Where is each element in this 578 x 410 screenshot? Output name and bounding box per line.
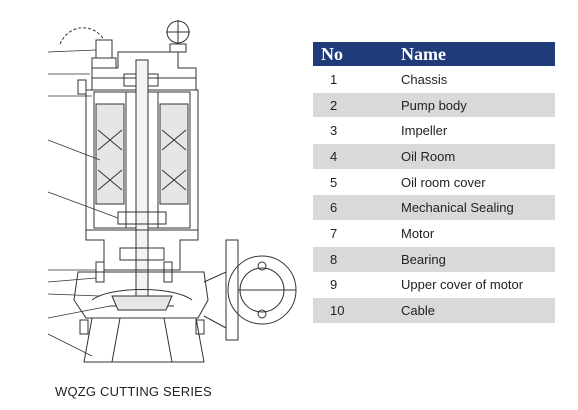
lifting-eye — [166, 20, 190, 53]
table-row: 10 Cable — [313, 297, 555, 323]
pump-cross-section-drawing — [47, 20, 297, 363]
callout-leaders — [47, 49, 119, 357]
part-name: Oil Room — [401, 143, 555, 170]
table-row: 9 Upper cover of motor — [313, 271, 555, 298]
part-number: 9 — [313, 271, 401, 298]
parts-table: No Name 1 Chassis 2 Pump body 3 Impeller… — [313, 42, 555, 323]
part-number: 4 — [313, 143, 401, 170]
table-row: 1 Chassis — [313, 66, 555, 93]
part-number: 10 — [313, 297, 401, 323]
table-row: 6 Mechanical Sealing — [313, 194, 555, 221]
motor-housing — [85, 89, 199, 231]
part-number: 1 — [313, 66, 401, 93]
impeller — [111, 295, 173, 311]
part-name: Motor — [401, 220, 555, 247]
part-number: 5 — [313, 168, 401, 195]
column-header-no: No — [313, 42, 401, 67]
part-name: Pump body — [401, 91, 555, 118]
discharge-flange — [203, 239, 297, 341]
chassis — [79, 317, 205, 363]
table-row: 5 Oil room cover — [313, 168, 555, 195]
cable-entry — [59, 27, 117, 95]
part-number: 2 — [313, 91, 401, 118]
part-name: Bearing — [401, 245, 555, 272]
table-row: 7 Motor — [313, 220, 555, 247]
table-row: 8 Bearing — [313, 245, 555, 272]
part-name: Upper cover of motor — [401, 271, 555, 298]
part-name: Impeller — [401, 117, 555, 144]
part-number: 7 — [313, 220, 401, 247]
table-row: 2 Pump body — [313, 91, 555, 118]
part-name: Oil room cover — [401, 168, 555, 195]
part-name: Chassis — [401, 66, 555, 93]
table-row: 3 Impeller — [313, 117, 555, 144]
part-name: Mechanical Sealing — [401, 194, 555, 221]
part-number: 3 — [313, 117, 401, 144]
series-caption: WQZG CUTTING SERIES — [55, 384, 212, 399]
column-header-name: Name — [401, 42, 555, 67]
table-row: 4 Oil Room — [313, 143, 555, 170]
part-number: 6 — [313, 194, 401, 221]
part-number: 8 — [313, 245, 401, 272]
part-name: Cable — [401, 297, 555, 323]
table-header-row: No Name — [313, 42, 555, 67]
